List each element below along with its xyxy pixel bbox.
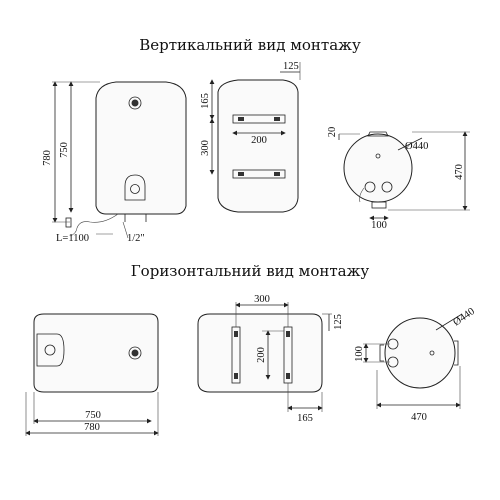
height-780-label: 780 [42,150,53,166]
horizontal-tank-body [33,313,159,393]
horizontal-back-view: 300 200 165 125 [197,294,344,424]
bracket-top [232,114,286,124]
bracket-slot [286,373,290,379]
horizontal-thermometer-icon [128,346,142,360]
horizontal-control-panel-icon [36,333,65,367]
bracket-slot [234,373,238,379]
horizontal-back-body [197,313,323,393]
horizontal-side-view: 100 Ø440 470 [354,306,477,423]
side-mount-bracket [379,344,384,362]
side-cap [454,340,459,366]
horizontal-front-view: 750 780 [25,313,159,436]
horizontal-control-knob-icon [44,344,56,356]
cable-icon [359,187,365,203]
vertical-back-view: 165 300 200 125 [200,61,301,213]
bracket-slot [286,331,290,337]
horizontal-diameter-label: Ø440 [451,306,476,328]
length-780-label: 780 [84,422,100,433]
back-125-label: 125 [283,61,299,72]
control-panel-icon [124,174,146,201]
top-20-label: 20 [327,127,338,138]
vertical-front-view: 780 750 L=1100 1/2" [42,81,187,244]
thermometer-needle-icon [131,99,139,107]
base-stand [371,201,387,209]
back-200-label: 200 [251,135,267,146]
diameter-label: Ø440 [405,141,428,152]
depth-470-label: 470 [454,164,465,180]
hot-outlet-icon [381,181,393,193]
horizontal-165-label: 165 [297,413,313,424]
vertical-tank-body [95,81,187,215]
plug-icon [65,217,72,228]
height-750-label: 750 [59,142,70,158]
cable-length-label: L=1100 [56,233,89,244]
horizontal-thermometer-needle-icon [131,349,139,357]
pipe-spacing-label: 100 [371,220,387,231]
vertical-back-body [217,79,299,213]
bracket-slot [238,117,244,121]
top-mount-bracket [367,131,389,137]
vertical-mount-title: Вертикальний вид монтажу [139,36,361,54]
horizontal-pipe-spacing-label: 100 [354,346,365,362]
bracket-slot [234,331,238,337]
horizontal-470-label: 470 [411,412,427,423]
anode-icon [375,153,381,159]
horizontal-diameter-leader-line [435,313,463,331]
leader-line [122,221,129,239]
horizontal-200-label: 200 [256,347,267,363]
vertical-top-view: 20 Ø440 470 100 [327,127,470,231]
horizontal-side-circle [384,317,456,389]
horizontal-mount-title: Горизонтальний вид монтажу [130,262,370,280]
power-cable-icon [69,213,119,237]
thermometer-dial-icon [128,96,142,110]
back-300-label: 300 [200,140,211,156]
length-750-label: 750 [85,410,101,421]
bracket-slot [238,172,244,176]
cold-inlet-icon [364,181,376,193]
control-knob-icon [130,184,140,194]
horizontal-125-label: 125 [333,314,344,330]
pipe-size-label: 1/2" [127,233,145,244]
horizontal-anode-icon [429,350,435,356]
bracket-slot [274,117,280,121]
diameter-leader-line [397,137,423,151]
horizontal-300-label: 300 [254,294,270,305]
bracket-bottom [232,169,286,179]
bracket-slot [274,172,280,176]
back-165-label: 165 [200,93,211,109]
vertical-top-circle [343,133,413,203]
